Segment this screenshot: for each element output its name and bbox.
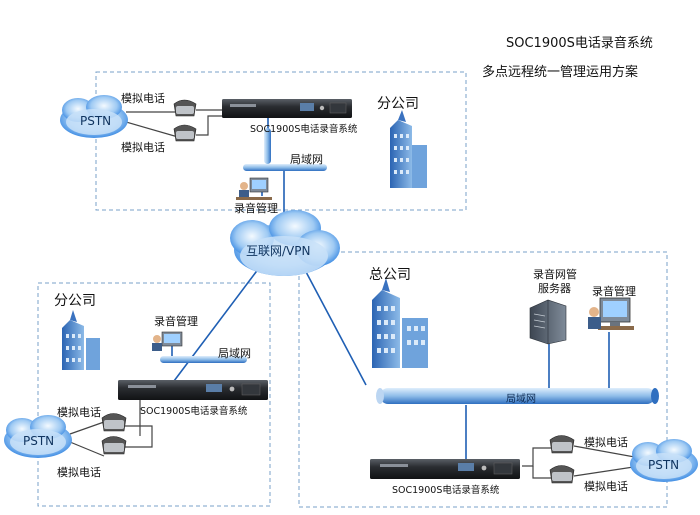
workstation-icon-left <box>152 331 183 351</box>
server-icon-hq <box>529 299 567 345</box>
internet-cloud <box>230 210 340 276</box>
hq-lan-label: 局域网 <box>506 394 536 405</box>
hq-office-label: 总公司 <box>369 267 411 283</box>
hq-mgmt-label: 录音管理 <box>592 285 636 298</box>
building-icon-hq <box>372 278 428 368</box>
hq-zone <box>298 251 668 508</box>
lan-pipe-left <box>160 356 247 363</box>
pstn-cloud-hq <box>630 439 698 482</box>
branch-left-zone <box>37 282 271 507</box>
hq-pstn-label: PSTN <box>648 458 680 472</box>
branch-top-office-label: 分公司 <box>377 96 419 112</box>
hq-phone1-label: 模拟电话 <box>584 436 628 449</box>
branch-top-phone1-label: 模拟电话 <box>121 92 165 105</box>
branch-top-mgmt-label: 录音管理 <box>234 202 278 215</box>
phone-icon-hq-1 <box>549 435 575 454</box>
lan-pipe-top <box>243 164 327 171</box>
pstn-cloud-left <box>4 415 72 458</box>
branch-left-office-label: 分公司 <box>54 293 96 309</box>
building-icon-top <box>390 110 427 188</box>
branch-top-zone <box>95 71 467 211</box>
branch-top-lan-label: 局域网 <box>290 153 323 166</box>
phone-icon-left-2 <box>101 436 127 455</box>
phone-icon-hq-2 <box>549 465 575 484</box>
phone-wires <box>69 109 641 479</box>
branch-left-phone2-label: 模拟电话 <box>57 466 101 479</box>
recorder-device-left <box>118 380 268 400</box>
workstation-icon-hq <box>588 297 634 330</box>
branch-left-phone1-label: 模拟电话 <box>57 406 101 419</box>
lan-pipe-top-vertical <box>264 128 271 164</box>
phone-icon-top-2 <box>173 124 197 142</box>
hq-server-label-line2: 服务器 <box>538 282 571 295</box>
branch-left-lan-label: 局域网 <box>218 347 251 360</box>
internet-label: 互联网/VPN <box>246 244 311 258</box>
building-icon-left <box>62 310 100 370</box>
diagram-title-line2: 多点远程统一管理运用方案 <box>482 65 639 80</box>
pstn-cloud-top <box>60 95 128 138</box>
diagram-title-line1: SOC1900S电话录音系统 <box>506 36 653 51</box>
hq-device-label: SOC1900S电话录音系统 <box>392 485 500 496</box>
workstation-icon-top <box>236 177 272 200</box>
hq-server-label-line1: 录音网管 <box>533 268 577 281</box>
branch-left-pstn-label: PSTN <box>23 434 55 448</box>
recorder-device-hq <box>370 459 520 479</box>
branch-top-pstn-label: PSTN <box>80 114 112 128</box>
branch-left-device-label: SOC1900S电话录音系统 <box>140 406 248 417</box>
hq-phone2-label: 模拟电话 <box>584 480 628 493</box>
branch-top-phone2-label: 模拟电话 <box>121 141 165 154</box>
phone-icon-left-1 <box>101 413 127 432</box>
branch-left-mgmt-label: 录音管理 <box>154 315 198 328</box>
branch-top-device-label: SOC1900S电话录音系统 <box>250 124 358 135</box>
recorder-device-top <box>222 99 352 118</box>
lan-pipe-hq <box>376 388 659 404</box>
phone-icon-top-1 <box>173 99 197 117</box>
